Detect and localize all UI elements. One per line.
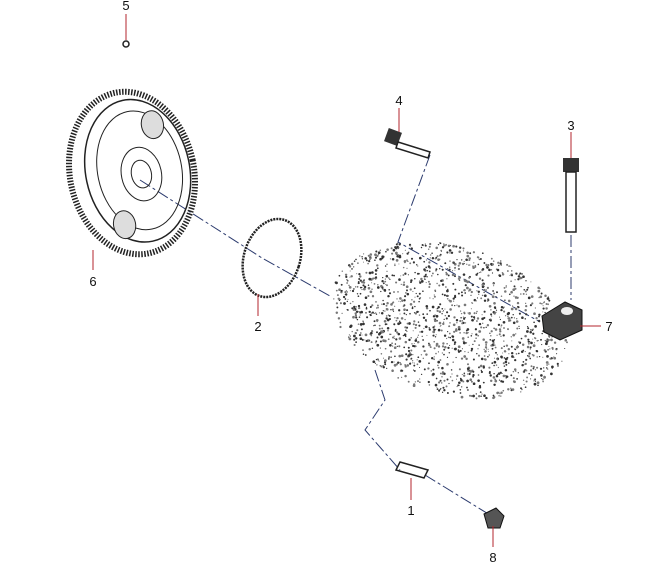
assembly-guides [139,154,572,516]
callout-5: 5 [122,0,129,13]
callout-1: 1 [407,503,414,518]
callout-2: 2 [254,319,261,334]
engine-block [333,242,568,400]
callout-6: 6 [89,274,96,289]
part-8-nut[interactable] [483,507,505,529]
part-2-o-ring[interactable] [233,211,311,304]
callout-3: 3 [567,118,574,133]
part-7-bracket[interactable] [541,301,583,341]
part-6-gear[interactable] [54,80,209,266]
callout-4: 4 [395,93,402,108]
leader-lines [92,14,601,547]
part-3-bolt[interactable] [563,158,579,233]
callout-7: 7 [605,319,612,334]
part-1-stud[interactable] [394,461,430,479]
part-5-nut[interactable] [122,40,130,48]
part-4-bolt[interactable] [384,128,431,159]
callout-8: 8 [489,550,496,563]
